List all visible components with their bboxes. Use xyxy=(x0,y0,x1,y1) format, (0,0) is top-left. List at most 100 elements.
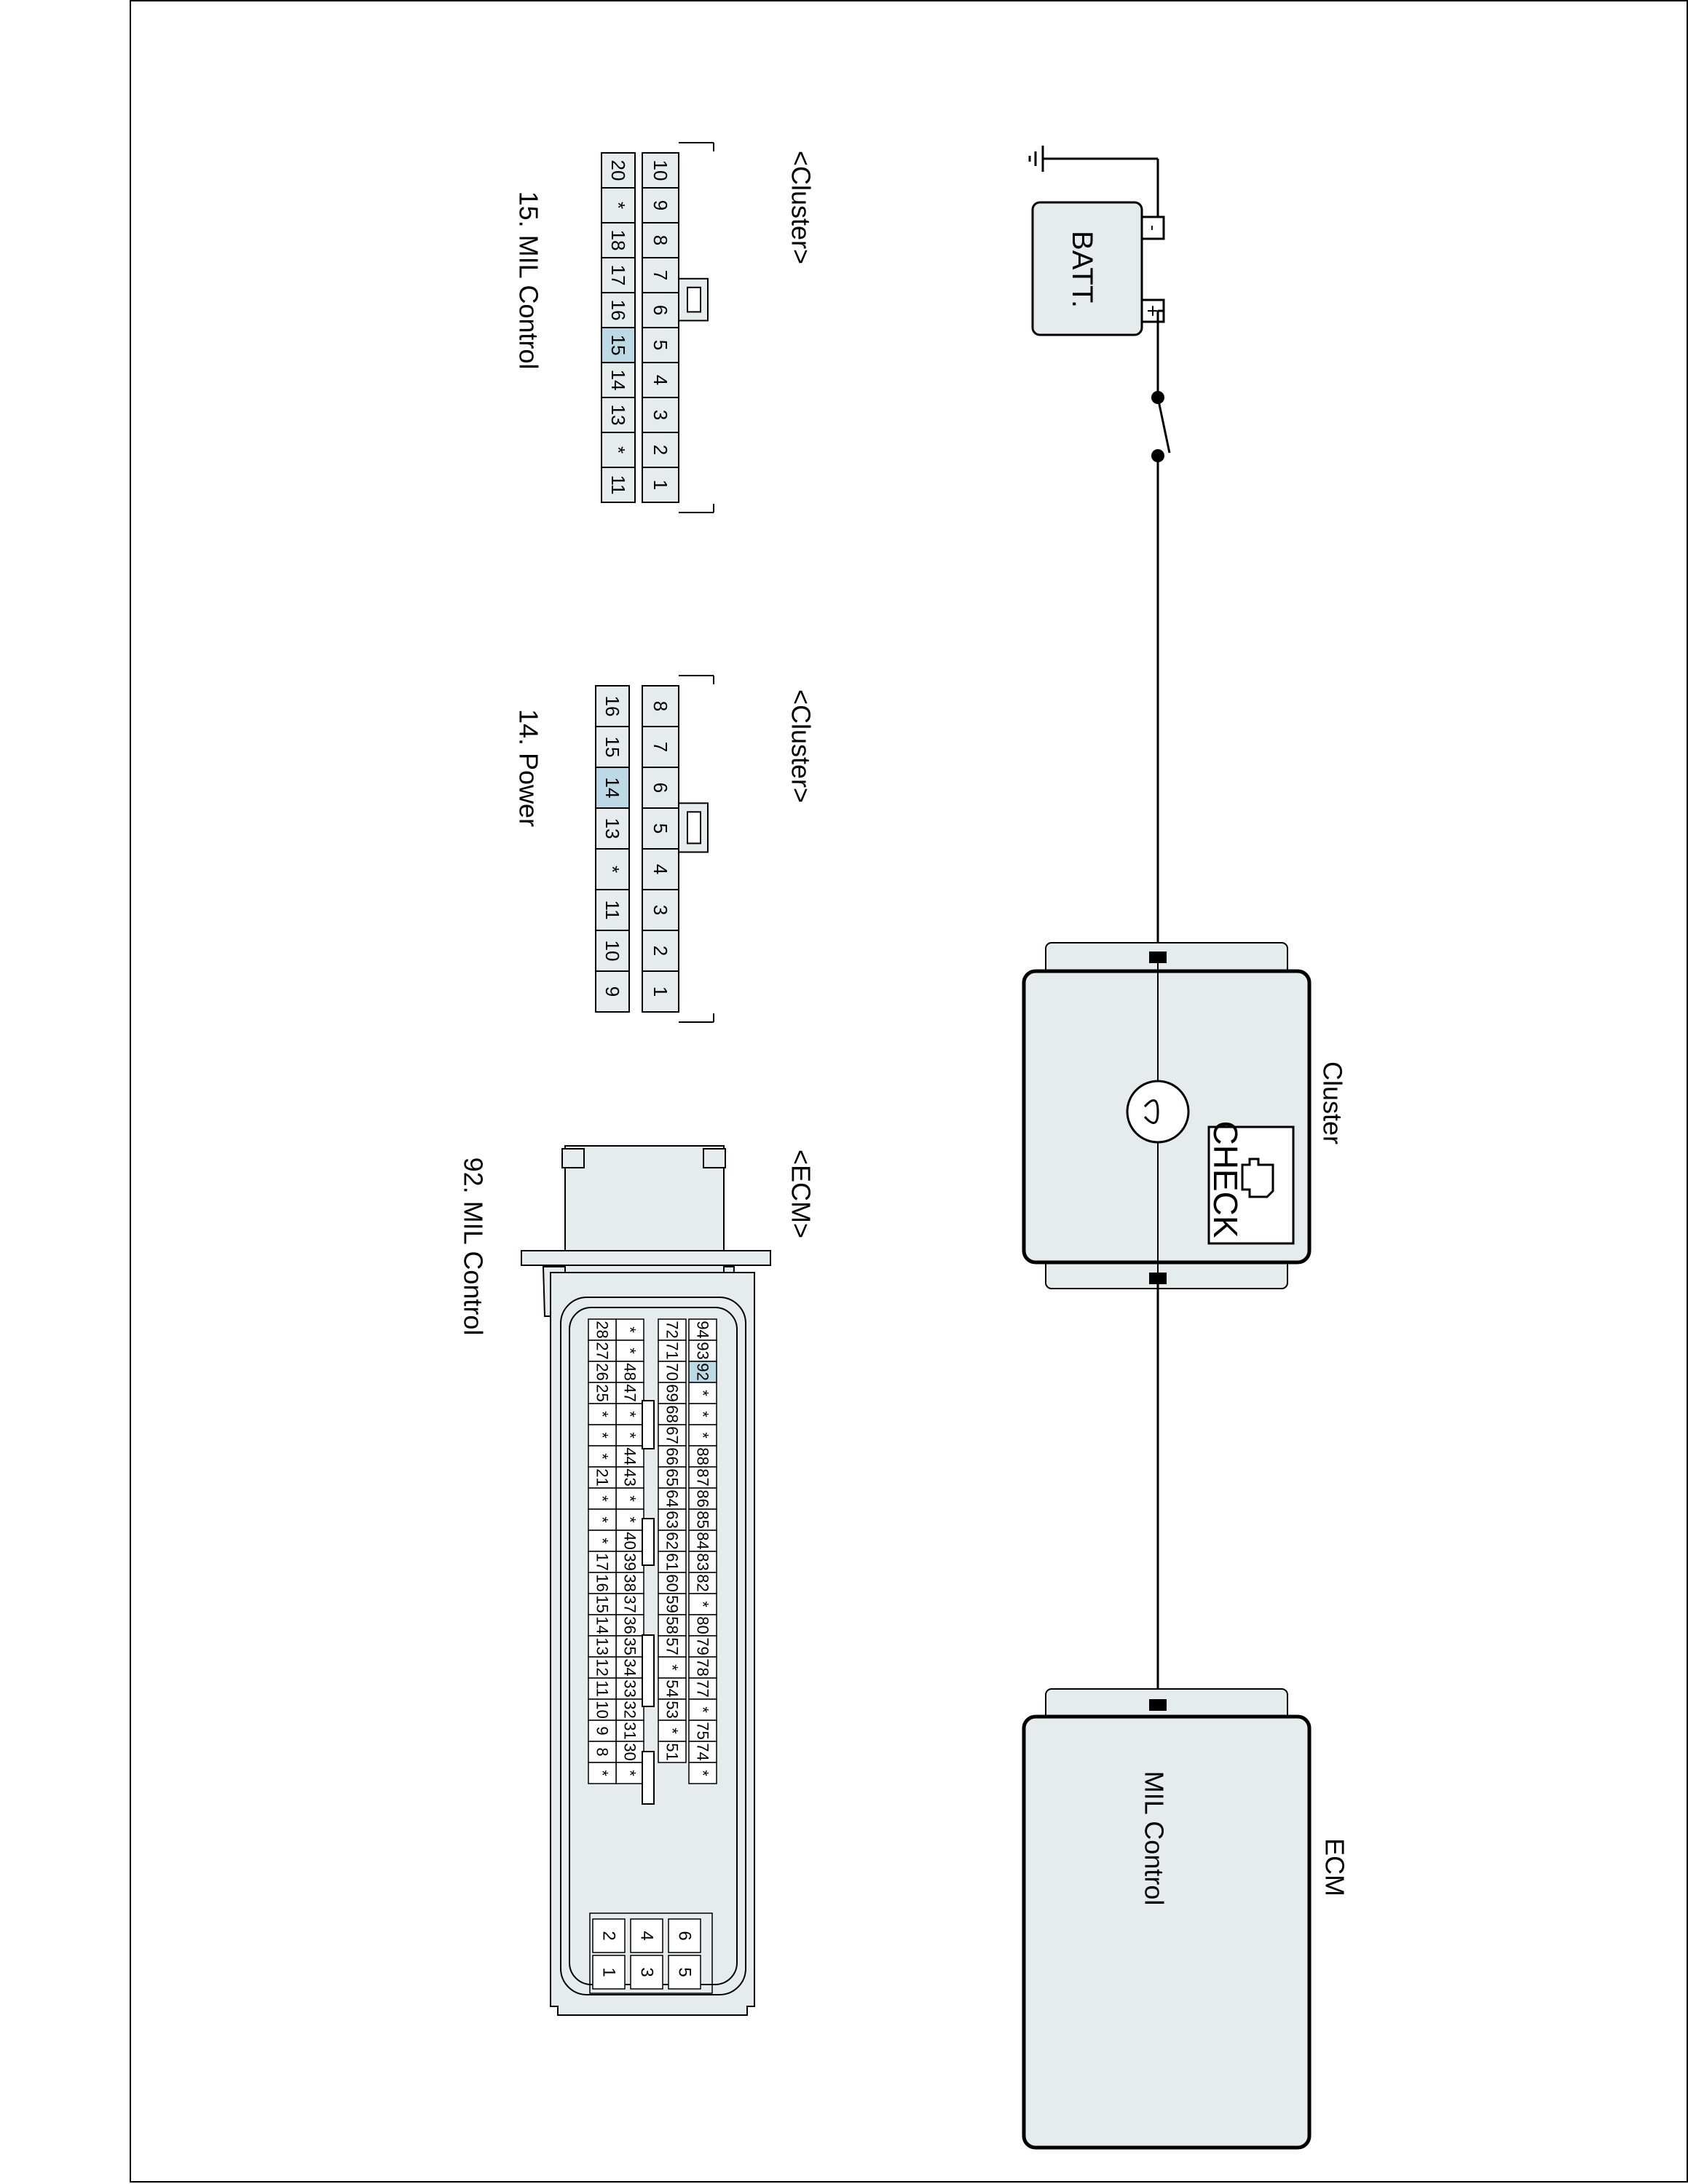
ecm-power-pin-number: 5 xyxy=(675,1967,695,1977)
ecm-connector-flange xyxy=(521,1250,771,1266)
page-frame xyxy=(130,0,1688,2183)
ecm-pin-number: 65 xyxy=(663,1468,682,1486)
ecm-pin xyxy=(588,1677,617,1700)
ecm-pin-number: * xyxy=(593,1770,612,1776)
cluster-b-connector-pin-number: 2 xyxy=(650,946,671,956)
ecm-pin xyxy=(658,1741,687,1763)
cluster-a-caption: 15. MIL Control xyxy=(514,191,544,370)
ecm-power-pin xyxy=(592,1918,626,1953)
cluster-b-connector-pin-number: 6 xyxy=(650,783,671,793)
cluster-b-connector-pin xyxy=(642,726,679,768)
ecm-pin-number: 26 xyxy=(593,1363,612,1380)
ecm-pin-number: 62 xyxy=(663,1532,682,1549)
ecm-pin-number: 93 xyxy=(694,1342,712,1359)
ecm-pin xyxy=(588,1762,617,1784)
cluster-b-connector-pin-number: 9 xyxy=(602,986,623,997)
cluster-b-connector-pin xyxy=(642,930,679,972)
ecm-title: ECM xyxy=(1320,1838,1350,1896)
ecm-pin-number: 8 xyxy=(593,1747,612,1756)
cluster-a-connector-pin xyxy=(642,152,679,189)
cluster-b-connector-pin xyxy=(595,807,630,850)
ecm-pin-number: * xyxy=(593,1453,612,1460)
cluster-b-connector-pin-number: 11 xyxy=(602,901,623,920)
cluster-a-connector-pin-number: 2 xyxy=(650,445,671,455)
cluster-a-connector-pin xyxy=(642,467,679,503)
cluster-a-connector-pin xyxy=(601,187,636,223)
cluster-b-connector-pin-number: 5 xyxy=(650,823,671,834)
ecm-pin xyxy=(588,1318,617,1341)
ecm-pin xyxy=(588,1508,617,1531)
ecm-pin xyxy=(588,1340,617,1362)
ecm-pin xyxy=(588,1445,617,1468)
ecm-pin-number: * xyxy=(694,1770,712,1776)
ecm-pin-number: 11 xyxy=(593,1680,612,1697)
cluster-b-connector-pin-number: 7 xyxy=(650,742,671,752)
ecm-pin xyxy=(658,1403,687,1425)
ecm-pin-number: 88 xyxy=(694,1447,712,1465)
cluster-a-connector-pin-number: 3 xyxy=(650,410,671,420)
cluster-a-connector-pin-number: 20 xyxy=(607,160,629,181)
cluster-b-connector-pin xyxy=(595,767,630,809)
ecm-power-pin-number: 4 xyxy=(637,1931,657,1940)
ecm-pin xyxy=(688,1635,717,1658)
ecm-pin-number: 61 xyxy=(663,1553,682,1570)
cluster-a-connector-pin-number: 8 xyxy=(650,235,671,245)
ecm-connector-hood xyxy=(561,1148,585,1168)
ecm-pin xyxy=(688,1382,717,1404)
ecm-pin xyxy=(658,1656,687,1679)
ecm-pin-number: * xyxy=(593,1495,612,1502)
cluster-a-connector-pin xyxy=(601,467,636,503)
ecm-pin-number: 39 xyxy=(621,1553,639,1570)
ecm-pin-number: 33 xyxy=(621,1679,639,1697)
ecm-pin xyxy=(658,1593,687,1615)
cluster-b-connector-latch xyxy=(687,811,701,844)
cluster-a-connector-pin-number: 18 xyxy=(607,230,629,251)
ecm-pin-number: 87 xyxy=(694,1468,712,1486)
ecm-pin xyxy=(688,1530,717,1552)
ecm-pin-number: 9 xyxy=(593,1726,612,1735)
cluster-pin-marker xyxy=(1149,1273,1167,1284)
cluster-a-connector-pin-number: 17 xyxy=(607,265,629,286)
cluster-a-connector-pin-number: 4 xyxy=(650,375,671,385)
ecm-pin xyxy=(658,1487,687,1510)
ecm-key-bar xyxy=(642,1634,655,1707)
ecm-pin xyxy=(615,1403,644,1425)
ecm-pin-number: * xyxy=(621,1516,639,1523)
ecm-pin xyxy=(658,1677,687,1700)
ecm-power-block xyxy=(589,1912,713,1994)
ecm-connector-hood xyxy=(703,1148,726,1168)
cluster-a-connector-pin-number: 6 xyxy=(650,305,671,315)
ecm-pin xyxy=(688,1572,717,1594)
ecm-pin-number: 58 xyxy=(663,1616,682,1634)
ecm-pin xyxy=(688,1762,717,1784)
cluster-b-connector-pin xyxy=(642,767,679,809)
ecm-pin xyxy=(588,1530,617,1552)
cluster-a-connector-pin-number: * xyxy=(607,202,629,209)
ecm-pin-number: 15 xyxy=(593,1595,612,1613)
cluster-b-connector-pin-number: 15 xyxy=(602,737,623,758)
ecm-pin-number: * xyxy=(621,1495,639,1502)
ecm-key-bar xyxy=(642,1518,655,1566)
ecm-pin xyxy=(588,1424,617,1447)
ecm-pin-number: 51 xyxy=(663,1743,682,1760)
cluster-a-connector-pin xyxy=(642,327,679,363)
cluster-a-connector-pin xyxy=(601,397,636,433)
cluster-a-connector-pin xyxy=(601,362,636,398)
cluster-title: Cluster xyxy=(1318,1061,1348,1144)
ecm-pin-number: 59 xyxy=(663,1595,682,1613)
battery-neg-terminal xyxy=(1140,215,1165,240)
ecm-box xyxy=(1022,1714,1312,2150)
cluster-a-connector-pin xyxy=(601,292,636,328)
ecm-pin-number: * xyxy=(694,1432,712,1439)
ecm-pin xyxy=(658,1720,687,1742)
ecm-power-pin xyxy=(630,1918,663,1953)
ecm-pin-number: 13 xyxy=(593,1637,612,1655)
ecm-pin-number: 85 xyxy=(694,1511,712,1528)
ignition-switch xyxy=(1156,397,1171,454)
ecm-pin xyxy=(688,1677,717,1700)
ecm-pin-number: 48 xyxy=(621,1363,639,1380)
cluster-a-connector-pin-number: 13 xyxy=(607,405,629,426)
ecm-power-pin-number: 2 xyxy=(599,1931,619,1940)
cluster-a-connector-pin-number: 16 xyxy=(607,300,629,321)
